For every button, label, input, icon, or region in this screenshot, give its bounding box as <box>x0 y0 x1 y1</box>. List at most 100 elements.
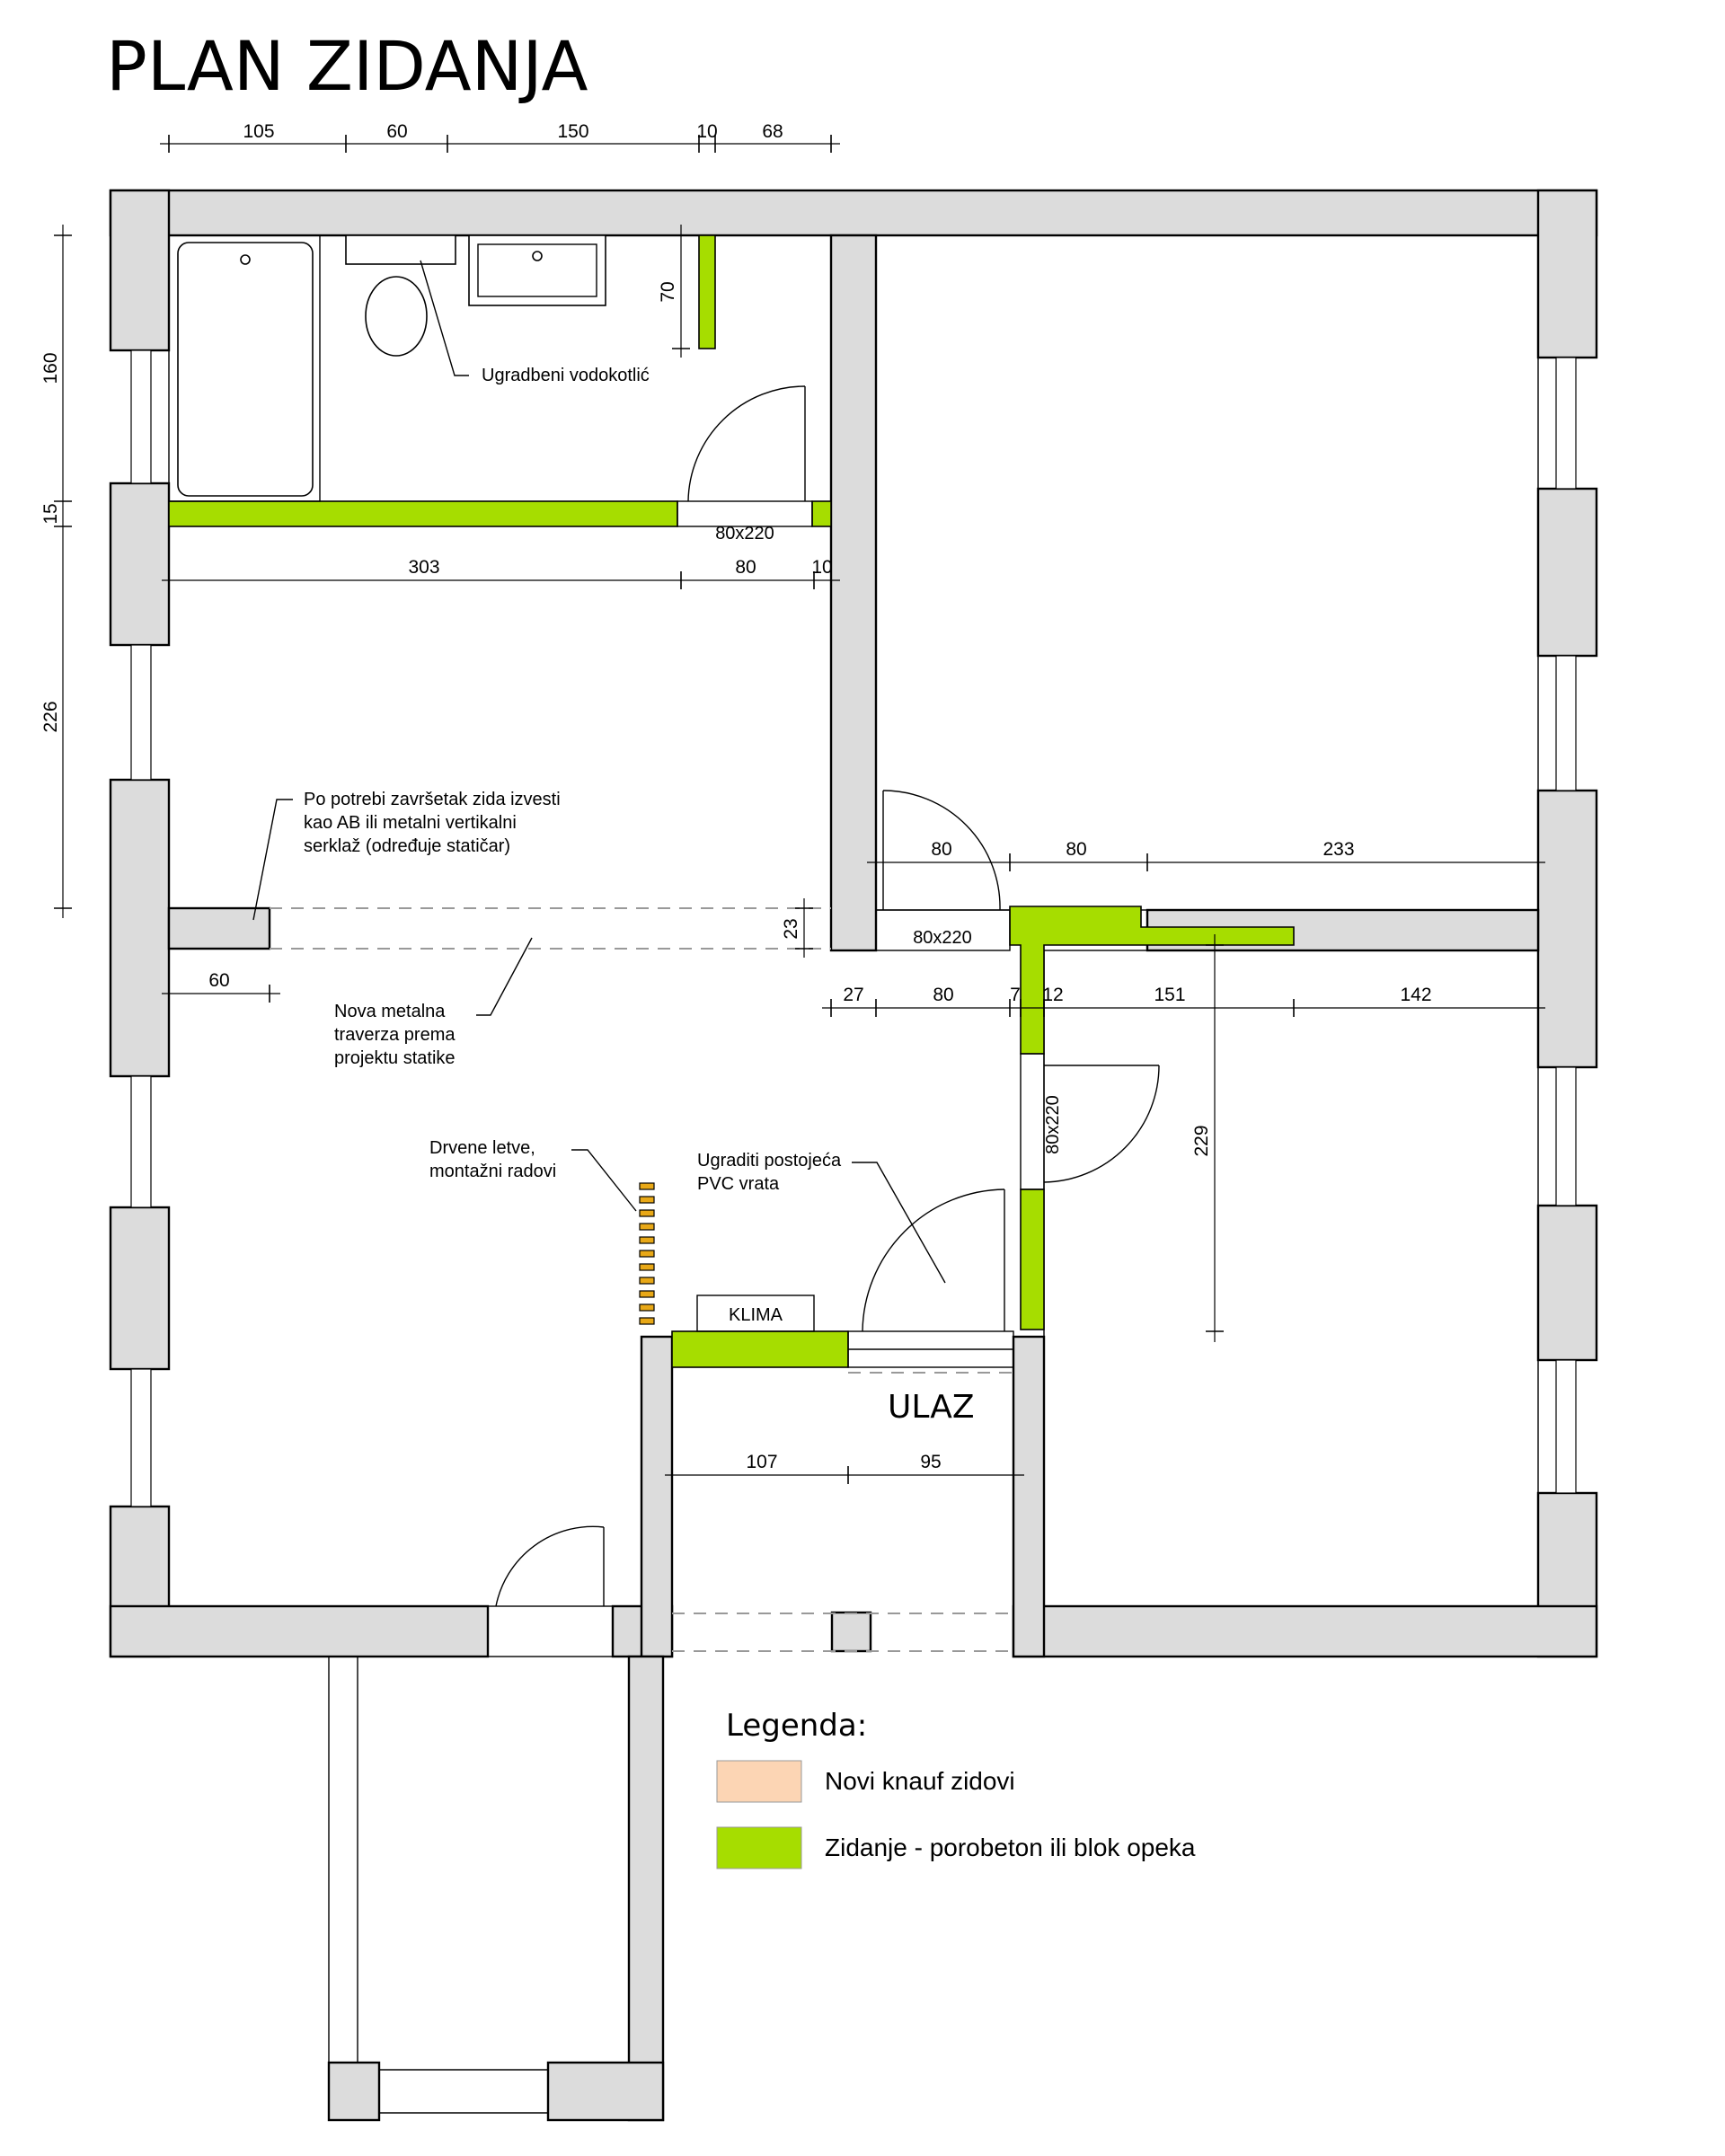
bath-door-swing <box>687 385 806 502</box>
dimension-lines <box>54 135 1545 1484</box>
note-wall-end-1: Po potrebi završetak zida izvesti <box>304 790 561 809</box>
leader-beam <box>476 937 533 1016</box>
note-laths-2: montažni radovi <box>429 1162 556 1181</box>
lath <box>639 1236 655 1244</box>
beam-lines <box>270 907 1013 1652</box>
dim-left-160: 160 <box>40 352 61 384</box>
wall-central <box>829 234 878 952</box>
dim-upper-80b: 80 <box>1066 839 1086 860</box>
window-left-1 <box>130 349 152 484</box>
dim-mid-27: 27 <box>843 985 863 1005</box>
note-pvc-door-1: Ugraditi postojeća <box>697 1151 842 1171</box>
lath <box>639 1196 655 1204</box>
masonry-toilet-niche <box>698 234 716 349</box>
toilet-bowl <box>365 276 428 357</box>
wall-left-4 <box>109 1206 171 1371</box>
ac-label: KLIMA <box>729 1305 783 1325</box>
wall-top <box>109 189 1598 237</box>
leader-lines <box>252 260 946 1284</box>
wall-right-1 <box>1536 189 1598 359</box>
dim-top-68: 68 <box>762 121 783 142</box>
note-laths-1: Drvene letve, <box>429 1138 535 1158</box>
legend-label-knauf: Novi knauf zidovi <box>825 1767 1015 1795</box>
wall-left-1 <box>109 189 171 352</box>
room-lower-door-swing <box>1043 1065 1160 1183</box>
dim-upper-233: 233 <box>1322 839 1354 860</box>
masonry-door-jamb <box>1020 1188 1045 1330</box>
hall-door-frame <box>487 1605 614 1657</box>
hall-door-swing <box>495 1525 605 1607</box>
leader-laths <box>571 1149 637 1212</box>
legend-swatch-masonry <box>716 1826 802 1869</box>
bathtub <box>177 242 314 497</box>
dim-mid-151: 151 <box>1154 985 1185 1005</box>
room-upper-door-swing <box>882 790 1001 911</box>
dim-bath-10: 10 <box>811 557 832 578</box>
window-left-3 <box>130 1075 152 1208</box>
masonry-walls <box>168 234 1295 1368</box>
window-left-4 <box>130 1368 152 1507</box>
bathtub-outer <box>168 234 321 502</box>
dim-entrance-95: 95 <box>920 1452 941 1472</box>
dim-left-226: 226 <box>40 701 61 732</box>
dim-left-60: 60 <box>208 970 229 991</box>
note-cistern: Ugradbeni vodokotlić <box>482 366 650 385</box>
dim-niche-70: 70 <box>658 281 678 302</box>
door-label-bath: 80x220 <box>715 524 774 543</box>
lath <box>639 1290 655 1298</box>
ac-unit <box>696 1294 815 1332</box>
wall-right-4 <box>1536 1204 1598 1362</box>
entrance-label: ULAZ <box>888 1389 975 1426</box>
window-right-1 <box>1555 357 1577 490</box>
dim-mid-7: 7 <box>1010 985 1021 1005</box>
window-right-2 <box>1555 655 1577 791</box>
lath <box>639 1223 655 1231</box>
door-label-room-upper: 80x220 <box>913 928 972 948</box>
dim-mid-142: 142 <box>1400 985 1431 1005</box>
wooden-laths <box>639 1182 655 1325</box>
window-right-3 <box>1555 1066 1577 1206</box>
washbasin-tap <box>532 251 543 261</box>
legend-title: Legenda: <box>726 1708 867 1744</box>
wall-bottom-left <box>109 1604 490 1658</box>
dim-top-10: 10 <box>696 121 717 142</box>
washbasin-inner <box>477 243 597 297</box>
dim-bath-80: 80 <box>735 557 756 578</box>
lath <box>639 1277 655 1285</box>
window-right-4 <box>1555 1359 1577 1494</box>
leader-cistern <box>420 260 469 376</box>
bathtub-drain <box>240 254 251 265</box>
plan-title: PLAN ZIDANJA <box>106 26 588 106</box>
leader-wall-end <box>252 799 293 921</box>
wall-entrance-left <box>640 1335 674 1658</box>
room-lower-door-frame <box>1020 1053 1045 1190</box>
wall-annex-bottom-left <box>327 2061 381 2122</box>
legend-label-masonry: Zidanje - porobeton ili blok opeka <box>825 1833 1196 1861</box>
masonry-corner <box>1009 906 1295 1055</box>
dim-left-15: 15 <box>40 503 61 524</box>
note-wall-end-3: serklaž (određuje statičar) <box>304 836 510 856</box>
leader-pvc-door <box>852 1162 946 1284</box>
masonry-bath-wall <box>168 500 678 527</box>
lath <box>639 1209 655 1217</box>
dim-mid-80: 80 <box>933 985 953 1005</box>
note-pvc-door-2: PVC vrata <box>697 1174 780 1194</box>
lath <box>639 1303 655 1312</box>
wall-right-3 <box>1536 789 1598 1069</box>
room-right-upper <box>875 234 1539 911</box>
dim-beam-23: 23 <box>781 918 801 939</box>
bath-door-frame <box>677 500 813 527</box>
lath <box>639 1250 655 1258</box>
lath <box>639 1263 655 1271</box>
bathroom-fixtures <box>168 234 606 502</box>
window-left-2 <box>130 644 152 781</box>
lath <box>639 1317 655 1325</box>
note-beam-3: projektu statike <box>334 1048 456 1068</box>
washbasin <box>468 234 606 306</box>
dimension-labels: 105 60 150 10 68 160 15 226 70 303 80 10… <box>40 121 1432 1472</box>
toilet-tank <box>345 234 456 265</box>
wall-annex-bottom-right <box>546 2061 665 2122</box>
dim-entrance-107: 107 <box>746 1452 777 1472</box>
legend-swatch-knauf <box>716 1760 802 1803</box>
